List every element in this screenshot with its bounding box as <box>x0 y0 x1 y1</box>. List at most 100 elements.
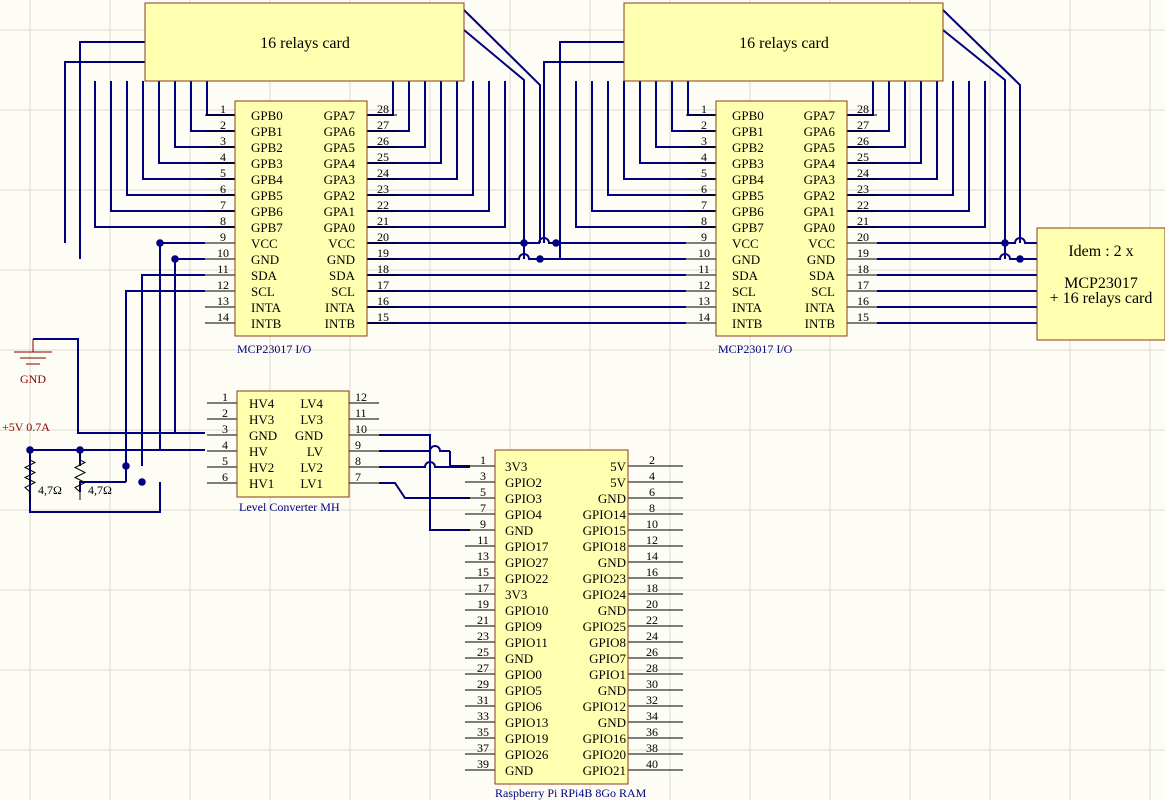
vcc-rail <box>367 237 686 244</box>
pin-name: GND <box>598 555 626 570</box>
pin-number: 25 <box>477 645 489 659</box>
pin-number: 2 <box>220 118 226 132</box>
pin-number: 21 <box>377 214 389 228</box>
pin-name: GPIO27 <box>505 555 549 570</box>
pin-name: GND <box>598 603 626 618</box>
mcp23017-body <box>234 100 368 337</box>
pin-name: GPA7 <box>324 108 356 123</box>
pin-number: 24 <box>646 629 658 643</box>
pin-name: GPIO24 <box>583 587 627 602</box>
pin-number: 27 <box>377 118 389 132</box>
relay-wire-left <box>110 81 235 212</box>
pin-name: GPIO9 <box>505 619 542 634</box>
pin-number: 3 <box>220 134 226 148</box>
pin-name: GND <box>251 252 279 267</box>
pin-name: GND <box>598 491 626 506</box>
pin-number: 3 <box>480 469 486 483</box>
vcc-rail <box>877 237 1037 244</box>
pin-name: GPB6 <box>732 204 764 219</box>
pin-name: GPB0 <box>732 108 764 123</box>
pin-number: 11 <box>477 533 489 547</box>
pin-number: 1 <box>701 102 707 116</box>
relay-wire-left <box>190 81 235 132</box>
gnd-rail <box>877 253 1037 260</box>
pin-name: GPIO1 <box>589 667 626 682</box>
pin-number: 8 <box>355 454 361 468</box>
pin-number: 24 <box>377 166 389 180</box>
pin-number: 10 <box>217 246 229 260</box>
pin-number: 19 <box>477 597 489 611</box>
pin-number: 3 <box>222 422 228 436</box>
pin-name: SCL <box>251 284 275 299</box>
pin-name: GPIO4 <box>505 507 542 522</box>
pin-name: INTA <box>732 300 763 315</box>
pin-number: 17 <box>477 581 489 595</box>
relay-card <box>623 2 944 82</box>
idem-block <box>1036 227 1165 341</box>
pin-number: 9 <box>220 230 226 244</box>
pin-name: 5V <box>610 459 627 474</box>
junction-dot <box>1001 239 1009 247</box>
pin-name: SDA <box>251 268 278 283</box>
pin-number: 19 <box>377 246 389 260</box>
relay-wire-right <box>367 81 490 212</box>
pin-number: 4 <box>220 150 226 164</box>
pin-name: GPA0 <box>804 220 835 235</box>
pin-number: 25 <box>857 150 869 164</box>
pin-number: 9 <box>355 438 361 452</box>
pin-number: 14 <box>217 310 229 324</box>
pin-name: INTA <box>325 300 356 315</box>
pin-name: GPB2 <box>251 140 283 155</box>
sda-lv-wire <box>379 461 470 468</box>
pin-name: GPIO10 <box>505 603 548 618</box>
pin-number: 35 <box>477 725 489 739</box>
pin-name: GPIO20 <box>583 747 626 762</box>
lv-wire <box>379 445 450 452</box>
pin-name: GPB3 <box>251 156 283 171</box>
pin-number: 16 <box>646 565 658 579</box>
pin-number: 4 <box>701 150 707 164</box>
pin-name: SDA <box>329 268 356 283</box>
relay-wire-left <box>575 81 716 228</box>
pin-number: 26 <box>857 134 869 148</box>
pin-name: GPIO26 <box>505 747 549 762</box>
pin-name: 5V <box>610 475 627 490</box>
gnd-wire <box>33 338 205 434</box>
level-converter-body <box>236 390 350 498</box>
pin-number: 14 <box>698 310 710 324</box>
pin-name: GPIO2 <box>505 475 542 490</box>
pin-number: 28 <box>646 661 658 675</box>
pin-number: 1 <box>222 390 228 404</box>
pin-number: 8 <box>649 501 655 515</box>
pin-name: GPA2 <box>324 188 355 203</box>
pin-name: GPA6 <box>324 124 356 139</box>
pin-name: GPA2 <box>804 188 835 203</box>
pin-number: 30 <box>646 677 658 691</box>
pin-name: INTA <box>805 300 836 315</box>
pin-number: 11 <box>698 262 710 276</box>
pin-name: HV4 <box>249 396 275 411</box>
pin-number: 6 <box>222 470 228 484</box>
pin-number: 12 <box>646 533 658 547</box>
pin-name: GPB3 <box>732 156 764 171</box>
relay-wire-left <box>94 81 235 228</box>
pin-name: GPA3 <box>324 172 355 187</box>
relay-power-wire <box>463 9 541 243</box>
relay-power-wire <box>79 41 145 259</box>
relay-wire-left <box>142 81 235 180</box>
pin-name: INTB <box>805 316 836 331</box>
pin-name: SDA <box>809 268 836 283</box>
pin-number: 27 <box>857 118 869 132</box>
rpi-caption: Raspberry Pi RPi4B 8Go RAM <box>495 786 647 800</box>
pin-number: 21 <box>477 613 489 627</box>
pin-name: GND <box>505 763 533 778</box>
pin-number: 11 <box>217 262 229 276</box>
relay-wire-right <box>847 81 954 196</box>
junction-dot <box>171 255 179 263</box>
pin-name: GND <box>505 651 533 666</box>
resistor-label: 4,7Ω <box>38 483 62 497</box>
pin-number: 18 <box>646 581 658 595</box>
pin-number: 13 <box>477 549 489 563</box>
pin-number: 8 <box>701 214 707 228</box>
